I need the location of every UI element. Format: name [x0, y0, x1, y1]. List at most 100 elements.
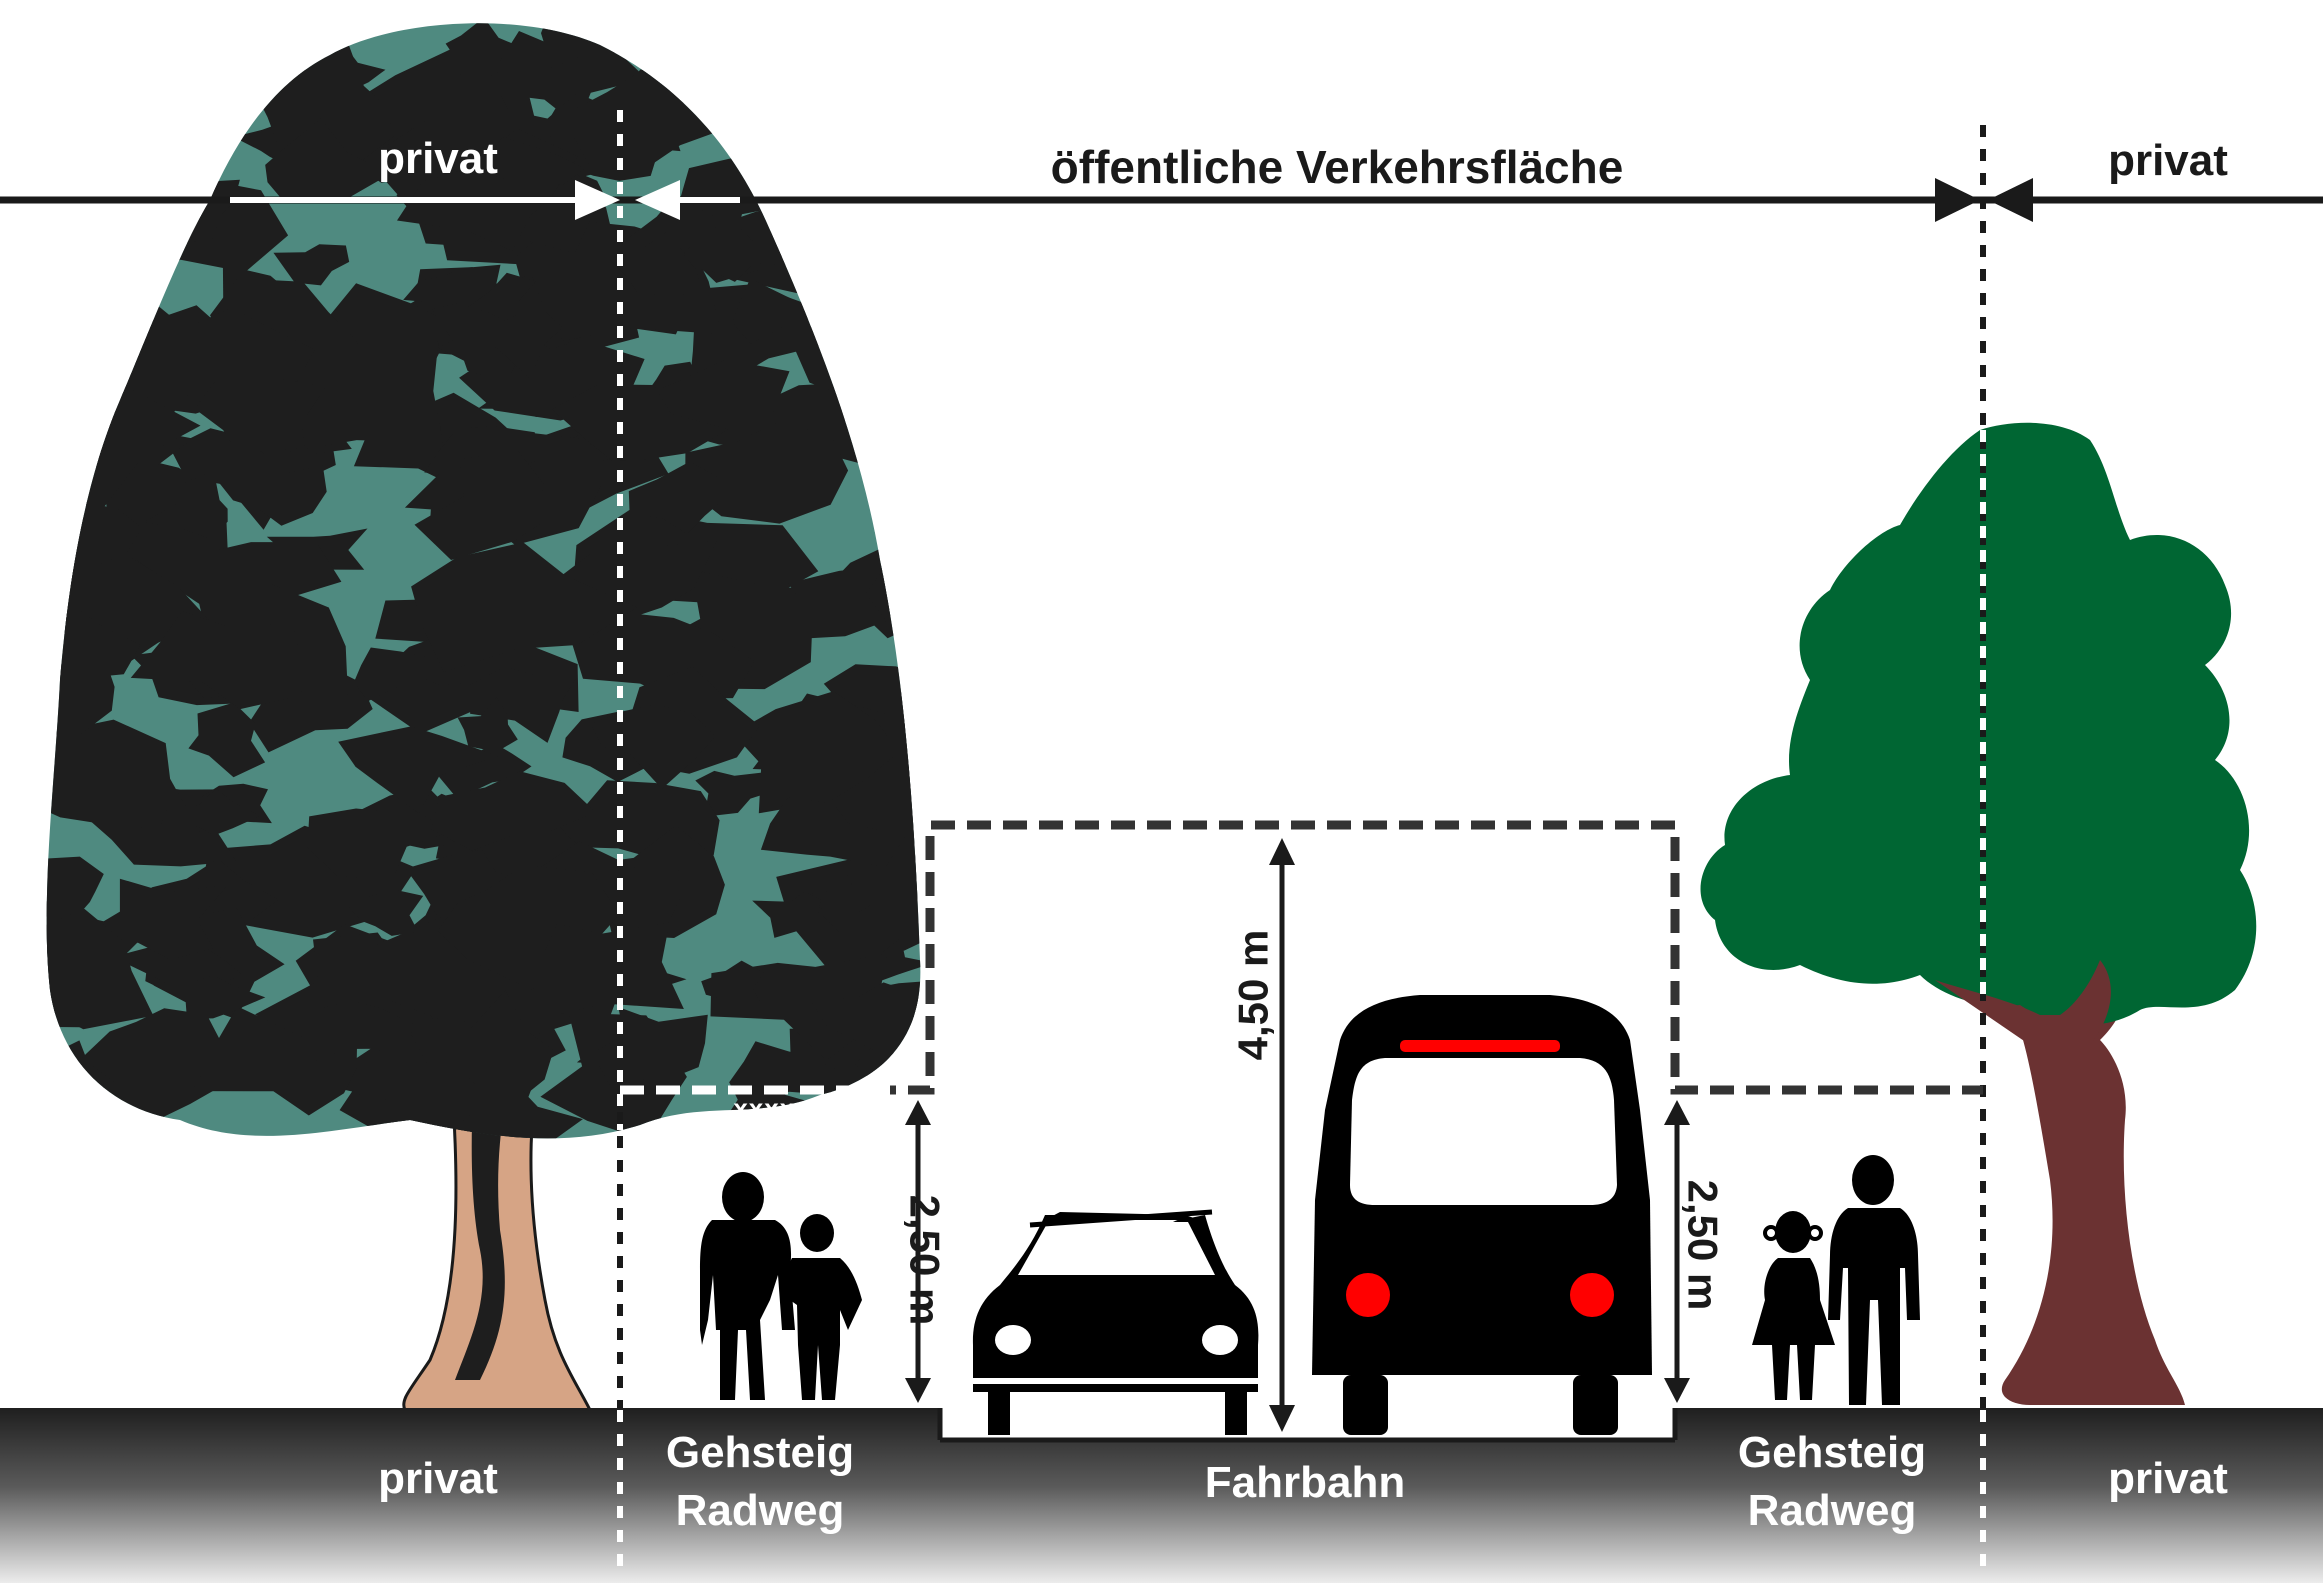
- foliage-blotch: [53, 388, 121, 430]
- hatch-marks: xxxxx: [733, 1093, 810, 1123]
- sidewalk-left-label-line2: Radweg: [676, 1486, 845, 1535]
- foliage-blotch: [628, 461, 723, 534]
- foliage-blotch: [609, 229, 703, 296]
- foliage-blotch: [130, 611, 301, 710]
- foliage-blotch: [188, 702, 266, 778]
- foliage-blotch: [354, 647, 426, 702]
- right-clearance-dimension: [1664, 1100, 1690, 1403]
- foliage-blotch: [348, 889, 424, 936]
- pedestrians-right-icon: [1752, 1155, 1920, 1405]
- foliage-blotch: [830, 347, 921, 438]
- big-tree-crown: [46, 23, 921, 1139]
- foliage-blotch: [551, 384, 729, 461]
- road-surface: [940, 1408, 1675, 1440]
- foliage-blotch: [590, 704, 716, 789]
- small-tree-branches: [1935, 960, 2111, 1045]
- foliage-blotch: [752, 891, 840, 938]
- foliage-blotch: [153, 975, 266, 1019]
- foliage-blotch: [305, 1001, 413, 1063]
- foliage-blotch: [307, 808, 451, 881]
- ground-left-label: privat: [378, 1454, 498, 1503]
- foliage-blotch: [760, 797, 906, 868]
- foliage-blotch: [46, 719, 200, 833]
- foliage-blotch: [380, 70, 599, 199]
- foliage-blotch: [338, 726, 498, 814]
- foliage-blotch: [76, 132, 169, 181]
- foliage-blotch: [614, 1007, 708, 1082]
- foliage-blotch: [194, 377, 326, 452]
- foliage-blotch: [770, 49, 836, 98]
- foliage-blotch: [46, 93, 127, 134]
- foliage-blotch: [431, 272, 563, 379]
- foliage-blotch: [788, 565, 887, 640]
- foliage-blotch: [82, 1008, 221, 1088]
- foliage-blotch: [807, 67, 921, 177]
- foliage-blotch: [46, 608, 141, 683]
- sidewalk-right-label-line1: Gehsteig: [1738, 1428, 1926, 1477]
- foliage-blotch: [874, 513, 921, 563]
- top-left-label: privat: [378, 134, 498, 183]
- foliage-blotch: [857, 234, 921, 309]
- right-clearance-label: 2,50 m: [1680, 1180, 1727, 1311]
- foliage-blotch: [850, 23, 921, 75]
- foliage-blotch: [470, 666, 577, 743]
- left-clearance-dimension: [905, 1100, 931, 1403]
- foliage-blotch: [216, 465, 327, 526]
- foliage-blotch: [410, 990, 554, 1112]
- foliage-blotch: [117, 23, 281, 90]
- foliage-blotch: [147, 37, 248, 109]
- foliage-blotch: [828, 26, 921, 116]
- foliage-blotch: [571, 611, 755, 699]
- bus-icon: [1312, 995, 1652, 1435]
- foliage-blotch: [46, 189, 146, 297]
- foliage-blotch: [732, 691, 899, 814]
- foliage-blotch: [540, 922, 684, 1019]
- foliage-blotch: [457, 697, 518, 752]
- foliage-blotch: [273, 244, 350, 286]
- foliage-blotch: [176, 24, 252, 63]
- pedestrians-left-icon: [700, 1172, 862, 1400]
- foliage-blotch: [673, 216, 798, 282]
- foliage-blotch: [467, 272, 536, 321]
- foliage-blotch: [46, 856, 104, 917]
- foliage-blotch: [488, 137, 585, 185]
- foliage-blotch: [797, 875, 872, 928]
- foliage-blotch: [46, 64, 177, 133]
- big-tree-trunk-shadow: [455, 1070, 515, 1380]
- foliage-blotch: [414, 450, 544, 560]
- foliage-blotch: [850, 151, 921, 237]
- road-clearance-label: 4,50 m: [1230, 930, 1277, 1061]
- small-tree-trunk: [1935, 960, 2185, 1405]
- foliage-blotch: [265, 118, 391, 199]
- foliage-blotch: [685, 422, 849, 524]
- road-clearance-dimension: [1269, 838, 1295, 1432]
- foliage-blotch: [874, 937, 921, 983]
- foliage-blotch: [192, 1006, 358, 1116]
- sidewalk-right-label-line2: Radweg: [1748, 1486, 1917, 1535]
- right-boundary-arrows: [1935, 178, 2033, 222]
- foliage-blotch: [431, 771, 596, 851]
- foliage-blotch: [732, 278, 818, 344]
- foliage-blotch: [46, 185, 154, 245]
- left-clearance-label: 2,50 m: [902, 1195, 949, 1326]
- ground-right-label: privat: [2108, 1454, 2228, 1503]
- foliage-blotch: [411, 542, 638, 672]
- foliage-blotch: [780, 51, 921, 146]
- foliage-blotch: [46, 908, 154, 1030]
- car-icon: [972, 1209, 1259, 1435]
- left-boundary-arrows: [230, 180, 740, 220]
- foliage-blotch: [70, 251, 161, 305]
- road-label: Fahrbahn: [1205, 1458, 1405, 1507]
- foliage-blotch: [701, 960, 765, 1003]
- sidewalk-left-label-line1: Gehsteig: [666, 1428, 854, 1477]
- foliage-blotch: [811, 982, 921, 1057]
- foliage-blotch: [46, 73, 195, 175]
- foliage-blotch: [144, 470, 228, 540]
- foliage-blotch: [776, 854, 921, 970]
- top-right-label: privat: [2108, 136, 2228, 185]
- foliage-blotch: [447, 1081, 583, 1139]
- foliage-blotch: [847, 207, 921, 252]
- foliage-blotch: [160, 788, 261, 836]
- foliage-blotch: [837, 23, 921, 87]
